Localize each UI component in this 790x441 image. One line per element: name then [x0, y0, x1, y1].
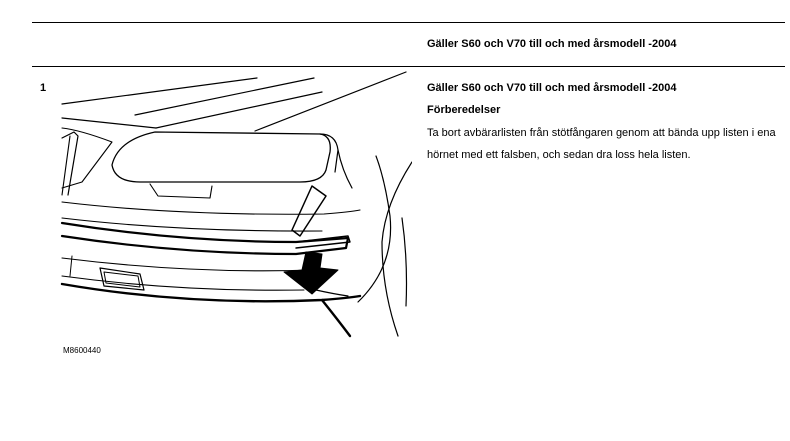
bumper-illustration: [60, 71, 412, 338]
step-content: Gäller S60 och V70 till och med årsmodel…: [427, 81, 783, 166]
section-divider: [32, 66, 785, 67]
top-divider: [32, 22, 785, 23]
step-subtitle: Förberedelser: [427, 104, 501, 116]
step-number: 1: [40, 82, 47, 94]
step-body: Ta bort avbärarlisten från stötfångaren …: [427, 127, 776, 161]
header-title: Gäller S60 och V70 till och med årsmodel…: [427, 38, 677, 50]
step-title: Gäller S60 och V70 till och med årsmodel…: [427, 82, 677, 94]
figure-code: M8600440: [63, 346, 101, 355]
